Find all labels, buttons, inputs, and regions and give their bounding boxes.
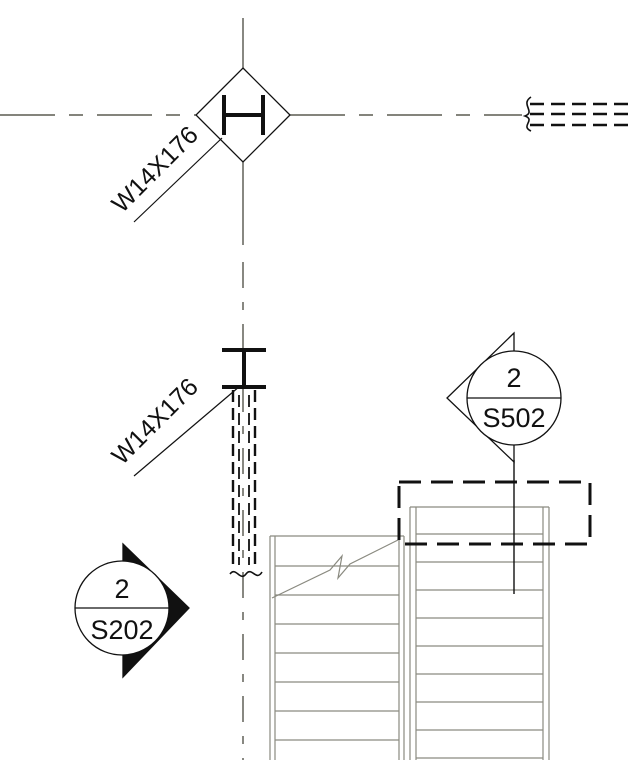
detail-callout-box	[397, 480, 592, 546]
wide-flange-section-icon	[222, 95, 265, 135]
column-1: W14X176	[106, 67, 291, 223]
section-marker-s202-sheet: S202	[90, 615, 153, 645]
stair-left	[269, 535, 405, 760]
column-break-symbol	[229, 570, 263, 578]
stair-right-treads	[416, 533, 543, 759]
section-marker-s202-number: 2	[114, 574, 129, 604]
section-marker-s502-sheet: S502	[482, 403, 545, 433]
column-1-leader-line	[133, 137, 223, 223]
column-2-leader-line	[133, 385, 241, 477]
wide-flange-section-icon-2	[222, 348, 266, 389]
column-2: W14X176	[106, 348, 266, 578]
section-marker-s202[interactable]: 2 S202	[74, 542, 190, 679]
beam-break-right	[522, 96, 633, 132]
grid-lines	[0, 18, 522, 760]
break-line-symbol	[522, 96, 532, 132]
section-marker-s502-number: 2	[506, 363, 521, 393]
stair-left-treads	[275, 565, 399, 741]
section-marker-s502[interactable]: 2 S502	[446, 331, 562, 464]
stair-break-line	[271, 539, 399, 599]
stair-right	[409, 506, 550, 760]
column-2-tag: W14X176	[106, 373, 203, 470]
hidden-column-outline	[231, 390, 257, 570]
